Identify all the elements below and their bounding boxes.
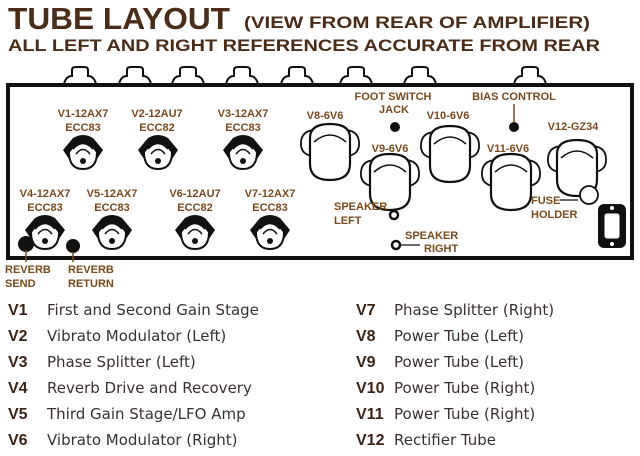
fuse-holder-icon [579, 185, 599, 205]
legend-code: V3 [8, 354, 28, 371]
v6-alt-label: ECC82 [177, 202, 212, 214]
legend-desc: Power Tube (Left) [394, 353, 524, 371]
subtitle: ALL LEFT AND RIGHT REFERENCES ACCURATE F… [8, 36, 600, 55]
legend-desc: Reverb Drive and Recovery [47, 379, 252, 397]
bias-control-label: BIAS CONTROL [472, 91, 556, 103]
view-note: (VIEW FROM REAR OF AMPLIFIER) [244, 13, 590, 32]
legend-desc: Power Tube (Right) [394, 379, 535, 397]
legend-desc: Vibrato Modulator (Right) [47, 431, 238, 449]
legend-desc: Third Gain Stage/LFO Amp [46, 405, 246, 423]
foot-switch-label-2: JACK [379, 104, 409, 116]
reverb-send-jack-icon [18, 236, 34, 252]
v7-label: V7-12AX7 [245, 188, 296, 200]
speaker-left-label-2: LEFT [334, 215, 362, 227]
legend-right: V7 Phase Splitter (Right) V8 Power Tube … [356, 301, 554, 449]
v9-label: V9-6V6 [372, 143, 409, 155]
legend-desc: Power Tube (Left) [394, 327, 524, 345]
speaker-right-label: SPEAKER [405, 230, 458, 242]
fuse-holder-label-2: HOLDER [531, 209, 578, 221]
legend-code: V12 [356, 432, 385, 449]
v4-label: V4-12AX7 [20, 188, 71, 200]
v7-alt-label: ECC83 [252, 202, 287, 214]
v11-label: V11-6V6 [487, 143, 529, 155]
reverb-return-label: REVERB [68, 264, 114, 276]
legend-left: V1 First and Second Gain Stage V2 Vibrat… [8, 301, 259, 449]
speaker-left-jack-icon [388, 209, 400, 221]
legend-code: V4 [8, 380, 28, 397]
legend-code: V9 [356, 354, 376, 371]
legend-desc: Phase Splitter (Left) [47, 353, 196, 371]
reverb-send-label: REVERB [5, 264, 51, 276]
speaker-right-jack-icon [390, 239, 402, 251]
legend-code: V5 [8, 406, 28, 423]
v4-alt-label: ECC83 [27, 202, 62, 214]
legend-code: V7 [356, 302, 376, 319]
fuse-holder-label: FUSE [531, 195, 560, 207]
legend-code: V6 [8, 432, 28, 449]
reverb-return-jack-icon [66, 239, 80, 253]
legend-desc: First and Second Gain Stage [47, 301, 259, 319]
legend-desc: Phase Splitter (Right) [394, 301, 554, 319]
speaker-right-label-2: RIGHT [424, 243, 459, 255]
v12-label: V12-GZ34 [548, 121, 600, 133]
v1-label: V1-12AX7 [58, 108, 109, 120]
legend-code: V10 [356, 380, 385, 397]
foot-switch-jack-icon [390, 122, 400, 132]
page-title: TUBE LAYOUT [8, 1, 230, 36]
bias-control-knob-icon [509, 122, 519, 132]
reverb-send-label-2: SEND [5, 278, 36, 290]
v10-label: V10-6V6 [427, 110, 470, 122]
speaker-left-label: SPEAKER [334, 201, 387, 213]
power-inlet-icon [598, 204, 626, 248]
v1-alt-label: ECC83 [65, 122, 100, 134]
foot-switch-label: FOOT SWITCH [355, 91, 432, 103]
legend-desc: Rectifier Tube [394, 431, 496, 449]
reverb-return-label-2: RETURN [68, 278, 114, 290]
v8-label: V8-6V6 [307, 110, 344, 122]
legend-code: V1 [8, 302, 28, 319]
v3-label: V3-12AX7 [218, 108, 269, 120]
v3-alt-label: ECC83 [225, 122, 260, 134]
legend-code: V2 [8, 328, 28, 345]
chassis-mounts [63, 66, 547, 85]
legend-code: V11 [356, 406, 384, 423]
v2-label: V2-12AU7 [131, 108, 182, 120]
v2-alt-label: ECC82 [139, 122, 174, 134]
legend-desc: Power Tube (Right) [394, 405, 535, 423]
v5-alt-label: ECC83 [94, 202, 129, 214]
legend-code: V8 [356, 328, 376, 345]
legend-desc: Vibrato Modulator (Left) [47, 327, 226, 345]
v5-label: V5-12AX7 [87, 188, 138, 200]
v6-label: V6-12AU7 [169, 188, 220, 200]
